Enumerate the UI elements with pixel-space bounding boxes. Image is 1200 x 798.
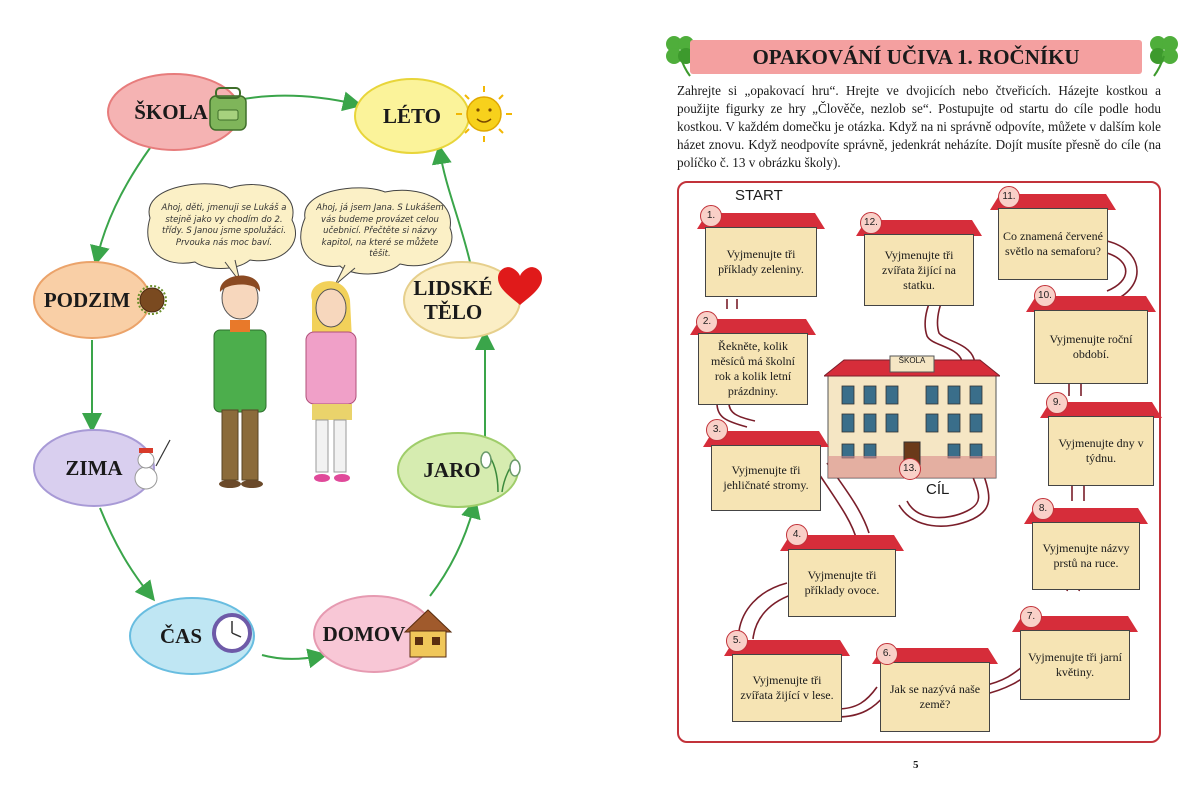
chapter-label-lidske-line2: TĚLO <box>423 300 483 324</box>
question-text-1: Vyjmenujte tři příklady zeleniny. <box>705 227 817 297</box>
question-number-5: 5. <box>726 630 748 652</box>
arrow-cas-domov <box>261 648 328 669</box>
house-roof <box>703 431 829 447</box>
question-house-3: Vyjmenujte tři jehličnaté stromy. <box>703 431 829 511</box>
snowdrop-icon <box>480 451 521 493</box>
house-roof <box>990 194 1116 210</box>
question-house-1: Vyjmenujte tři příklady zeleniny. <box>697 213 825 297</box>
house-roof <box>1040 402 1162 418</box>
arrow-lidske-leto <box>431 144 471 263</box>
house-roof <box>697 213 825 229</box>
oval-zima <box>33 429 155 507</box>
question-number-11: 11. <box>998 186 1020 208</box>
house-roof <box>856 220 982 236</box>
question-number-6: 6. <box>876 643 898 665</box>
chapter-label-zima: ZIMA <box>65 456 123 480</box>
clover-icon-right <box>1150 36 1178 77</box>
question-house-10: Vyjmenujte roční období. <box>1026 296 1156 384</box>
page-title: OPAKOVÁNÍ UČIVA 1. ROČNÍKU <box>752 45 1080 69</box>
question-number-3: 3. <box>706 419 728 441</box>
house-roof <box>1024 508 1148 524</box>
title-banner <box>690 40 1142 74</box>
boy-figure-lukas <box>213 275 267 488</box>
chapter-cycle-diagram <box>33 73 542 675</box>
chapter-label-lidske-telo: LIDSKÉ TĚLO <box>410 276 496 324</box>
page-number: 5 <box>913 759 919 771</box>
question-text-4: Vyjmenujte tři příklady ovoce. <box>788 549 896 617</box>
finish-number-13: 13. <box>899 458 921 480</box>
finish-label: CÍL <box>926 481 950 498</box>
question-text-5: Vyjmenujte tři zvířata žijící v lese. <box>732 654 842 722</box>
girl-figure-jana <box>305 281 357 482</box>
arrow-zima-cas <box>99 507 155 602</box>
chapter-label-skola: ŠKOLA <box>134 100 208 124</box>
game-board-frame <box>677 181 1161 743</box>
snowman-icon <box>134 439 171 490</box>
house-roof <box>1012 616 1138 632</box>
question-number-10: 10. <box>1034 285 1056 307</box>
house-roof <box>724 640 850 656</box>
question-number-4: 4. <box>786 524 808 546</box>
question-text-8: Vyjmenujte názvy prstů na ruce. <box>1032 522 1140 590</box>
house-roof <box>1026 296 1156 312</box>
question-text-2: Řekněte, kolik měsíců má školní rok a ko… <box>698 333 808 405</box>
house-roof <box>872 648 998 664</box>
bubble-text-lukas: Ahoj, děti, jmenuji se Lukáš a stejně ja… <box>161 203 287 248</box>
chestnut-icon <box>137 285 167 315</box>
question-house-5: Vyjmenujte tři zvířata žijící v lese. <box>724 640 850 722</box>
question-house-6: Jak se nazývá naše země? <box>872 648 998 732</box>
chapter-label-cas: ČAS <box>159 624 202 648</box>
question-number-8: 8. <box>1032 498 1054 520</box>
question-text-3: Vyjmenujte tři jehličnaté stromy. <box>711 445 821 511</box>
game-instructions: Zahrejte si „opakovací hru“. Hrejte ve d… <box>677 83 1161 170</box>
question-text-7: Vyjmenujte tři jarní květiny. <box>1020 630 1130 700</box>
bubble-text-jana: Ahoj, já jsem Jana. S Lukášem vás budeme… <box>316 203 444 259</box>
chapter-label-leto: LÉTO <box>383 104 441 128</box>
house-roof <box>780 535 904 551</box>
clock-icon <box>212 613 252 653</box>
house-icon <box>403 609 453 658</box>
sun-icon <box>456 86 512 142</box>
question-number-1: 1. <box>700 205 722 227</box>
arrow-domov-jaro <box>429 498 481 597</box>
question-house-8: Vyjmenujte názvy prstů na ruce. <box>1024 508 1148 590</box>
question-house-11: Co znamená červené světlo na semaforu? <box>990 194 1116 280</box>
cycle-arrows <box>82 91 495 669</box>
question-number-7: 7. <box>1020 606 1042 628</box>
question-house-7: Vyjmenujte tři jarní květiny. <box>1012 616 1138 700</box>
question-house-9: Vyjmenujte dny v týdnu. <box>1040 402 1162 486</box>
heart-icon <box>498 267 542 305</box>
chapter-label-lidske-line1: LIDSKÉ <box>413 276 493 300</box>
question-house-12: Vyjmenujte tři zvířata žijící na statku. <box>856 220 982 306</box>
chapter-label-jaro: JARO <box>423 458 481 482</box>
house-roof <box>690 319 816 335</box>
school-sign: ŠKOLA <box>898 356 926 365</box>
question-house-4: Vyjmenujte tři příklady ovoce. <box>780 535 904 617</box>
question-text-6: Jak se nazývá naše země? <box>880 662 990 732</box>
question-number-12: 12. <box>860 212 882 234</box>
question-text-11: Co znamená červené světlo na semaforu? <box>998 208 1108 280</box>
question-text-10: Vyjmenujte roční období. <box>1034 310 1148 384</box>
backpack-icon <box>209 87 247 131</box>
chapter-label-domov: DOMOV <box>322 622 406 646</box>
question-number-9: 9. <box>1046 392 1068 414</box>
question-text-12: Vyjmenujte tři zvířata žijící na statku. <box>864 234 974 306</box>
question-number-2: 2. <box>696 311 718 333</box>
arrow-skola-leto <box>237 91 363 112</box>
start-label: START <box>735 187 783 204</box>
chapter-label-podzim: PODZIM <box>43 288 131 312</box>
question-house-2: Řekněte, kolik měsíců má školní rok a ko… <box>690 319 816 405</box>
arrow-skola-podzim <box>90 147 151 266</box>
question-text-9: Vyjmenujte dny v týdnu. <box>1048 416 1154 486</box>
